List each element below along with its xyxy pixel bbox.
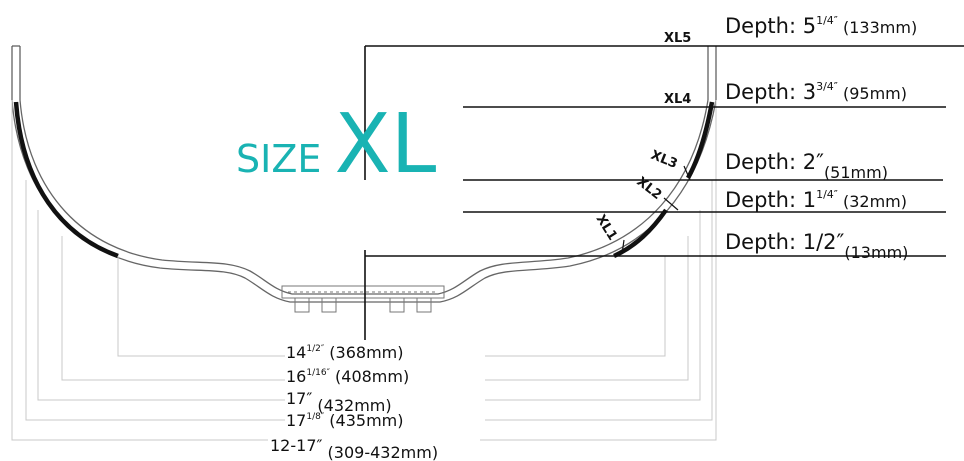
mask-box	[260, 180, 438, 250]
hook-4	[416, 297, 432, 313]
xl-pointers	[621, 165, 691, 255]
width-label-12-17: 12-17″ (309-432mm)	[270, 436, 438, 461]
left-highlight	[13, 101, 119, 259]
hook-2	[321, 297, 337, 313]
depth-label-xl4: Depth: 33/4″ (95mm)	[725, 80, 907, 104]
wire-extensions	[11, 45, 717, 100]
size-prefix: SIZE	[236, 137, 321, 181]
right-highlight-upper	[686, 101, 715, 180]
xl3-tag: XL3	[649, 148, 680, 172]
size-label: SIZE XL	[236, 97, 437, 192]
xl1-tag: XL1	[593, 212, 620, 243]
size-value: XL	[334, 97, 436, 192]
hook-1	[294, 297, 310, 313]
depth-label-xl1: Depth: 1/2″(13mm)	[725, 230, 908, 262]
center-hardware	[281, 285, 445, 313]
depth-label-xl3: Depth: 2″(51mm)	[725, 150, 888, 182]
depth-label-xl2: Depth: 11/4″ (32mm)	[725, 188, 907, 212]
width-label-16: 161/16″ (408mm)	[286, 367, 409, 386]
width-label-17-8: 171/8″ (435mm)	[286, 411, 404, 430]
hook-3	[389, 297, 405, 313]
width-label-14: 141/2″ (368mm)	[286, 343, 404, 362]
xl4-tag: XL4	[664, 92, 691, 107]
xl5-tag: XL5	[664, 31, 691, 46]
width-label-17: 17″ (432mm)	[286, 389, 392, 415]
depth-lines	[365, 45, 964, 257]
hardware-plate	[281, 285, 445, 299]
right-highlight-lower	[613, 208, 668, 259]
width-label-backgrounds	[268, 340, 485, 456]
depth-label-xl5: Depth: 51/4″ (133mm)	[725, 14, 917, 38]
wire-highlights	[13, 101, 715, 259]
xl2-tag: XL2	[634, 174, 665, 203]
